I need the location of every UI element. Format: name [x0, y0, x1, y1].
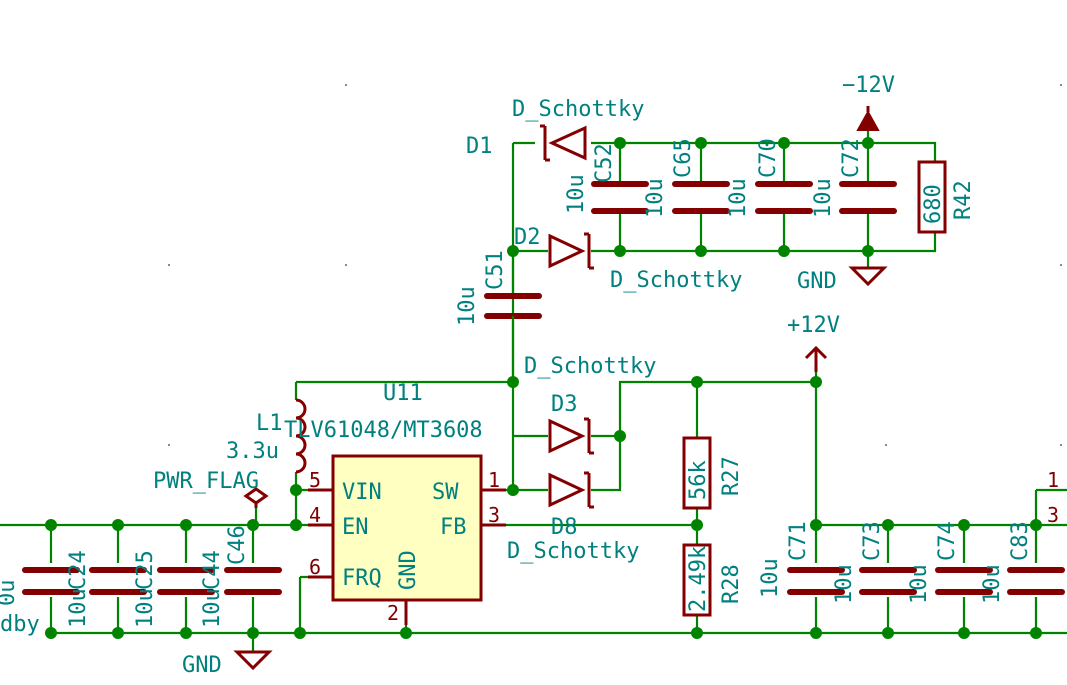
power-pos12v-symbol [804, 345, 828, 372]
resistor-r27[interactable] [682, 436, 712, 510]
c24-value: 10u [66, 588, 91, 628]
capacitor-c70[interactable] [755, 181, 813, 214]
u11-pin1-name: SW [432, 480, 459, 505]
ic-u11[interactable] [308, 454, 506, 625]
c25-ref: C25 [133, 550, 158, 590]
u11-pin6-number: 6 [309, 555, 321, 579]
u11-pin4-name: EN [342, 515, 369, 540]
u11-pin2-number: 2 [387, 601, 399, 625]
c70-value: 10u [726, 178, 751, 218]
c24-ref: C24 [66, 550, 91, 590]
resistor-r28[interactable] [682, 543, 712, 617]
d3-value: D_Schottky [524, 354, 656, 379]
gnd-label-top: GND [797, 269, 837, 294]
c44-value: 10u [200, 588, 225, 628]
r42-ref: R42 [951, 180, 976, 220]
c70-ref: C70 [756, 138, 781, 178]
d8-value: D_Schottky [507, 539, 639, 564]
c25-value: 10u [133, 588, 158, 628]
capacitor-c72[interactable] [839, 181, 897, 214]
c65-ref: C65 [671, 138, 696, 178]
gnd-symbol-bottom [233, 650, 273, 671]
l1-value: 3.3u [226, 439, 279, 464]
c72-value: 10u [811, 178, 836, 218]
c46-ref: C46 [225, 525, 250, 565]
junctions [45, 137, 1042, 639]
d2-ref: D2 [514, 225, 541, 250]
diode-d2[interactable] [548, 232, 594, 270]
d2-value: D_Schottky [610, 268, 742, 293]
c83-value: 10u [980, 564, 1005, 604]
c73-value: 10u [832, 564, 857, 604]
u11-pin3-name: FB [440, 515, 467, 540]
c44-ref: C44 [200, 550, 225, 590]
diode-d3[interactable] [548, 417, 594, 455]
pwr-flag-label: PWR_FLAG [153, 469, 259, 494]
u11-pin2-name: GND [396, 550, 421, 590]
c52-ref: C52 [592, 143, 617, 183]
c71-value: 10u [758, 558, 783, 598]
r42-value: 680 [921, 184, 946, 224]
edge-left-value: 0u [0, 580, 20, 607]
d1-value: D_Schottky [512, 97, 644, 122]
c72-ref: C72 [839, 138, 864, 178]
capacitor-c83[interactable] [1007, 567, 1065, 595]
capacitor-c73[interactable] [859, 567, 917, 595]
capacitor-c25[interactable] [89, 567, 147, 595]
capacitor-c44[interactable] [157, 567, 215, 595]
edge-left-net: dby [0, 612, 40, 637]
r27-ref: R27 [719, 456, 744, 496]
pos12v-label: +12V [787, 313, 840, 338]
u11-ref: U11 [383, 381, 423, 406]
power-neg12v-symbol [856, 106, 880, 131]
c71-ref: C71 [786, 521, 811, 561]
diode-d1[interactable] [540, 124, 587, 162]
gnd-symbol-top [848, 266, 888, 287]
r28-ref: R28 [719, 564, 744, 604]
c73-ref: C73 [860, 521, 885, 561]
c74-ref: C74 [935, 521, 960, 561]
u11-pin6-name: FRQ [342, 566, 382, 591]
sheet-grid [168, 84, 1062, 446]
capacitor-c46[interactable] [224, 567, 282, 595]
d3-ref: D3 [551, 392, 578, 417]
u11-pin3-number: 3 [488, 503, 500, 527]
c74-value: 10u [907, 564, 932, 604]
edge-right-pin1: 1 [1047, 468, 1059, 492]
pwr-flag-symbol [243, 487, 269, 508]
u11-pin5-number: 5 [309, 468, 321, 492]
r27-value: 56k [686, 460, 711, 500]
capacitor-c52[interactable] [591, 181, 649, 214]
u11-value: TLV61048/MT3608 [284, 418, 483, 443]
d1-ref: D1 [466, 134, 493, 159]
c51-ref: C51 [483, 250, 508, 290]
neg12v-label: −12V [842, 73, 895, 98]
c83-ref: C83 [1008, 521, 1033, 561]
capacitor-c71[interactable] [787, 567, 845, 595]
u11-pin4-number: 4 [309, 503, 321, 527]
gnd-label-bottom: GND [182, 653, 222, 678]
c52-value: 10u [564, 174, 589, 214]
u11-pin1-number: 1 [488, 468, 500, 492]
inductor-l1[interactable] [295, 398, 307, 474]
edge-right-pin3: 3 [1047, 503, 1059, 527]
diode-d8[interactable] [548, 471, 594, 509]
capacitor-c74[interactable] [935, 567, 993, 595]
capacitor-c51[interactable] [484, 251, 542, 382]
capacitor-c65[interactable] [672, 181, 730, 214]
c51-value: 10u [455, 286, 480, 326]
l1-ref: L1 [256, 411, 283, 436]
capacitor-c24[interactable] [22, 567, 80, 595]
resistor-r42[interactable] [917, 160, 947, 234]
u11-pin5-name: VIN [342, 480, 382, 505]
c65-value: 10u [643, 178, 668, 218]
r28-value: 2.49k [686, 546, 711, 612]
d8-ref: D8 [551, 515, 578, 540]
